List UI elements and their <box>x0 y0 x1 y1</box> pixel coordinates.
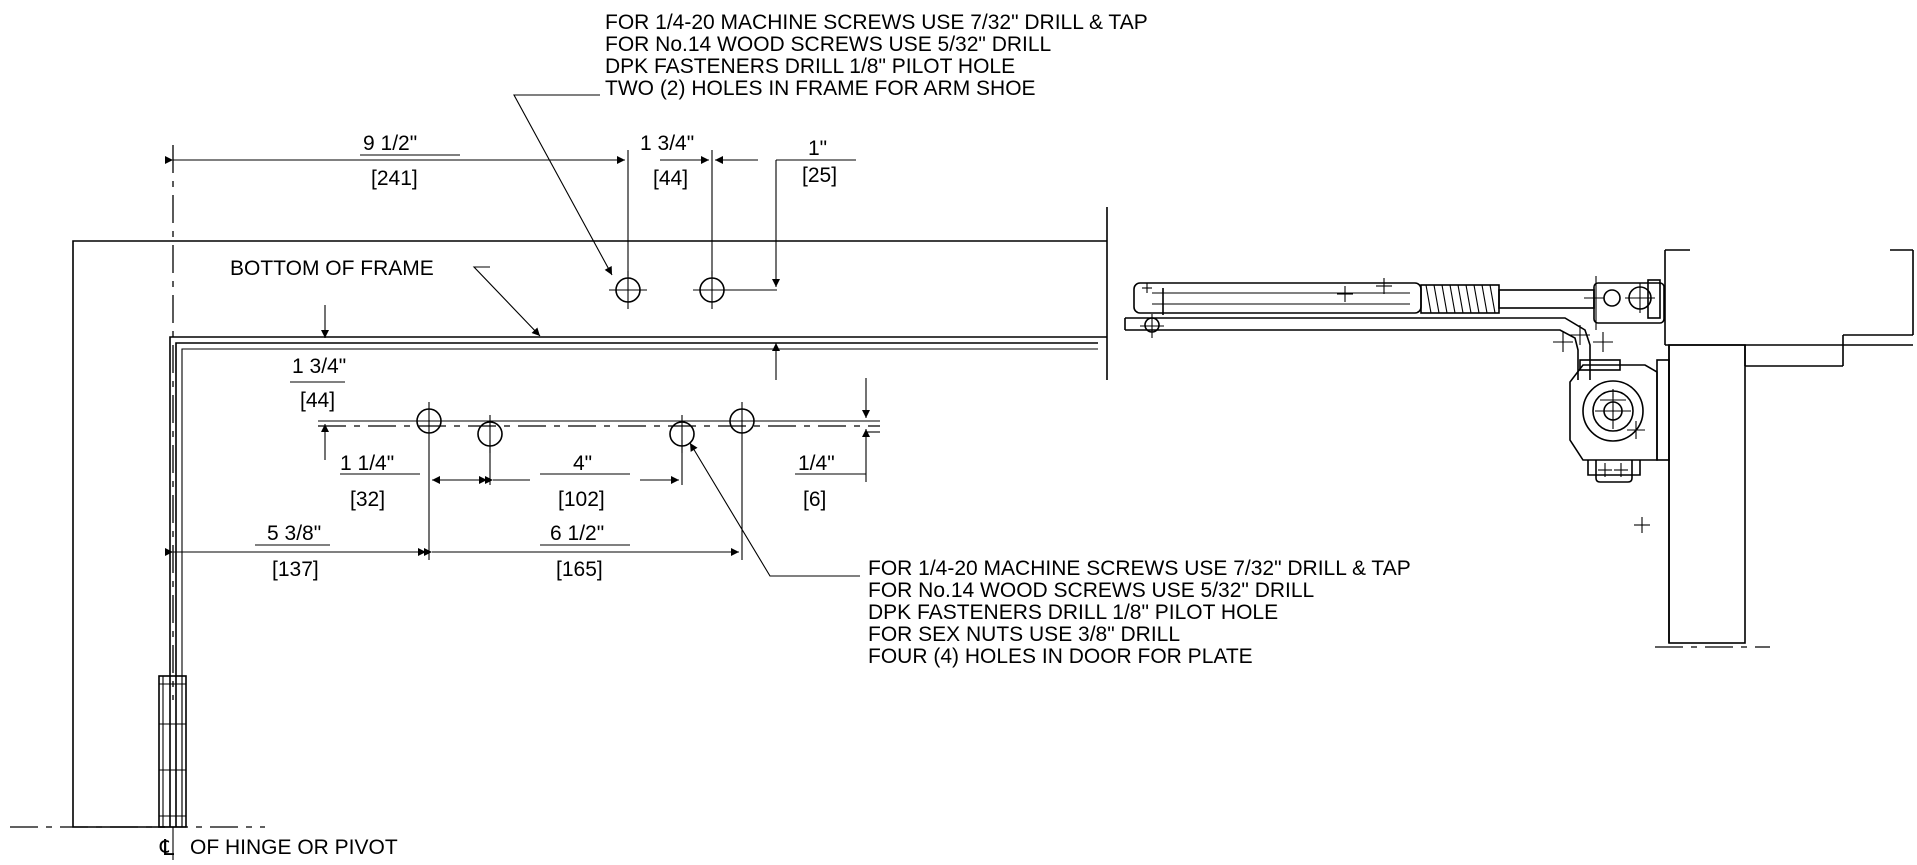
dim-door-hole-span-in: 6 1/2" <box>550 522 604 545</box>
dim-frame-hole-offset-mm: [241] <box>371 167 418 190</box>
arm-shoe <box>1584 276 1665 330</box>
frame-outline <box>72 207 1108 828</box>
dim-door-hole-vertical-mm: [6] <box>803 488 826 511</box>
centerline-symbol: ℄ <box>159 835 175 860</box>
hinge-centerline <box>10 145 265 860</box>
top-drilling-note: FOR 1/4-20 MACHINE SCREWS USE 7/32" DRIL… <box>605 11 1148 100</box>
dim-door-hole-spacing-b-in: 4" <box>573 452 592 475</box>
dim-door-hole-offset-in: 5 3/8" <box>267 522 321 545</box>
frame-hole <box>693 271 777 309</box>
dim-door-hole-span-mm: [165] <box>556 558 603 581</box>
note-line: FOR No.14 WOOD SCREWS USE 5/32" DRILL <box>605 33 1051 56</box>
bottom-drilling-note: FOR 1/4-20 MACHINE SCREWS USE 7/32" DRIL… <box>868 557 1411 668</box>
dim-door-hole-drop-mm: [44] <box>300 389 335 412</box>
door-holes <box>318 402 880 453</box>
bottom-of-frame-line <box>175 342 1098 827</box>
dim-door-hole-offset-mm: [137] <box>272 558 319 581</box>
dim-frame-hole-height-in: 1" <box>808 137 827 160</box>
dim-door-hole-spacing-b-mm: [102] <box>558 488 605 511</box>
note-line: FOUR (4) HOLES IN DOOR FOR PLATE <box>868 645 1253 668</box>
dimension-lines <box>165 150 880 560</box>
bottom-of-frame-label: BOTTOM OF FRAME <box>230 257 434 280</box>
main-arm <box>1124 314 1613 380</box>
dim-door-hole-vertical-in: 1/4" <box>798 452 835 475</box>
note-line: FOR 1/4-20 MACHINE SCREWS USE 7/32" DRIL… <box>605 11 1148 34</box>
hinge-pivot-label: OF HINGE OR PIVOT <box>190 836 398 859</box>
note-line: FOR SEX NUTS USE 3/8" DRILL <box>868 623 1180 646</box>
dim-frame-hole-height-mm: [25] <box>802 164 837 187</box>
note-line: FOR 1/4-20 MACHINE SCREWS USE 7/32" DRIL… <box>868 557 1411 580</box>
frame-hole <box>609 271 647 309</box>
note-line: DPK FASTENERS DRILL 1/8" PILOT HOLE <box>605 55 1015 78</box>
note-line: FOR No.14 WOOD SCREWS USE 5/32" DRILL <box>868 579 1314 602</box>
dim-door-hole-drop-in: 1 3/4" <box>292 355 346 378</box>
door-side-outline <box>1634 249 1914 648</box>
door-closer-arm <box>1133 278 1422 315</box>
dim-door-hole-spacing-a-in: 1 1/4" <box>340 452 394 475</box>
dim-door-hole-spacing-a-mm: [32] <box>350 488 385 511</box>
frame-holes <box>609 271 777 309</box>
note-line: DPK FASTENERS DRILL 1/8" PILOT HOLE <box>868 601 1278 624</box>
note-line: TWO (2) HOLES IN FRAME FOR ARM SHOE <box>605 77 1036 100</box>
dim-frame-hole-spacing-mm: [44] <box>653 167 688 190</box>
adjusting-spring <box>1420 284 1595 314</box>
dim-frame-hole-offset-in: 9 1/2" <box>363 132 417 155</box>
dim-frame-hole-spacing-in: 1 3/4" <box>640 132 694 155</box>
hinge-barrel <box>158 675 187 828</box>
closer-body <box>1569 359 1670 483</box>
leader-lines <box>472 94 860 577</box>
